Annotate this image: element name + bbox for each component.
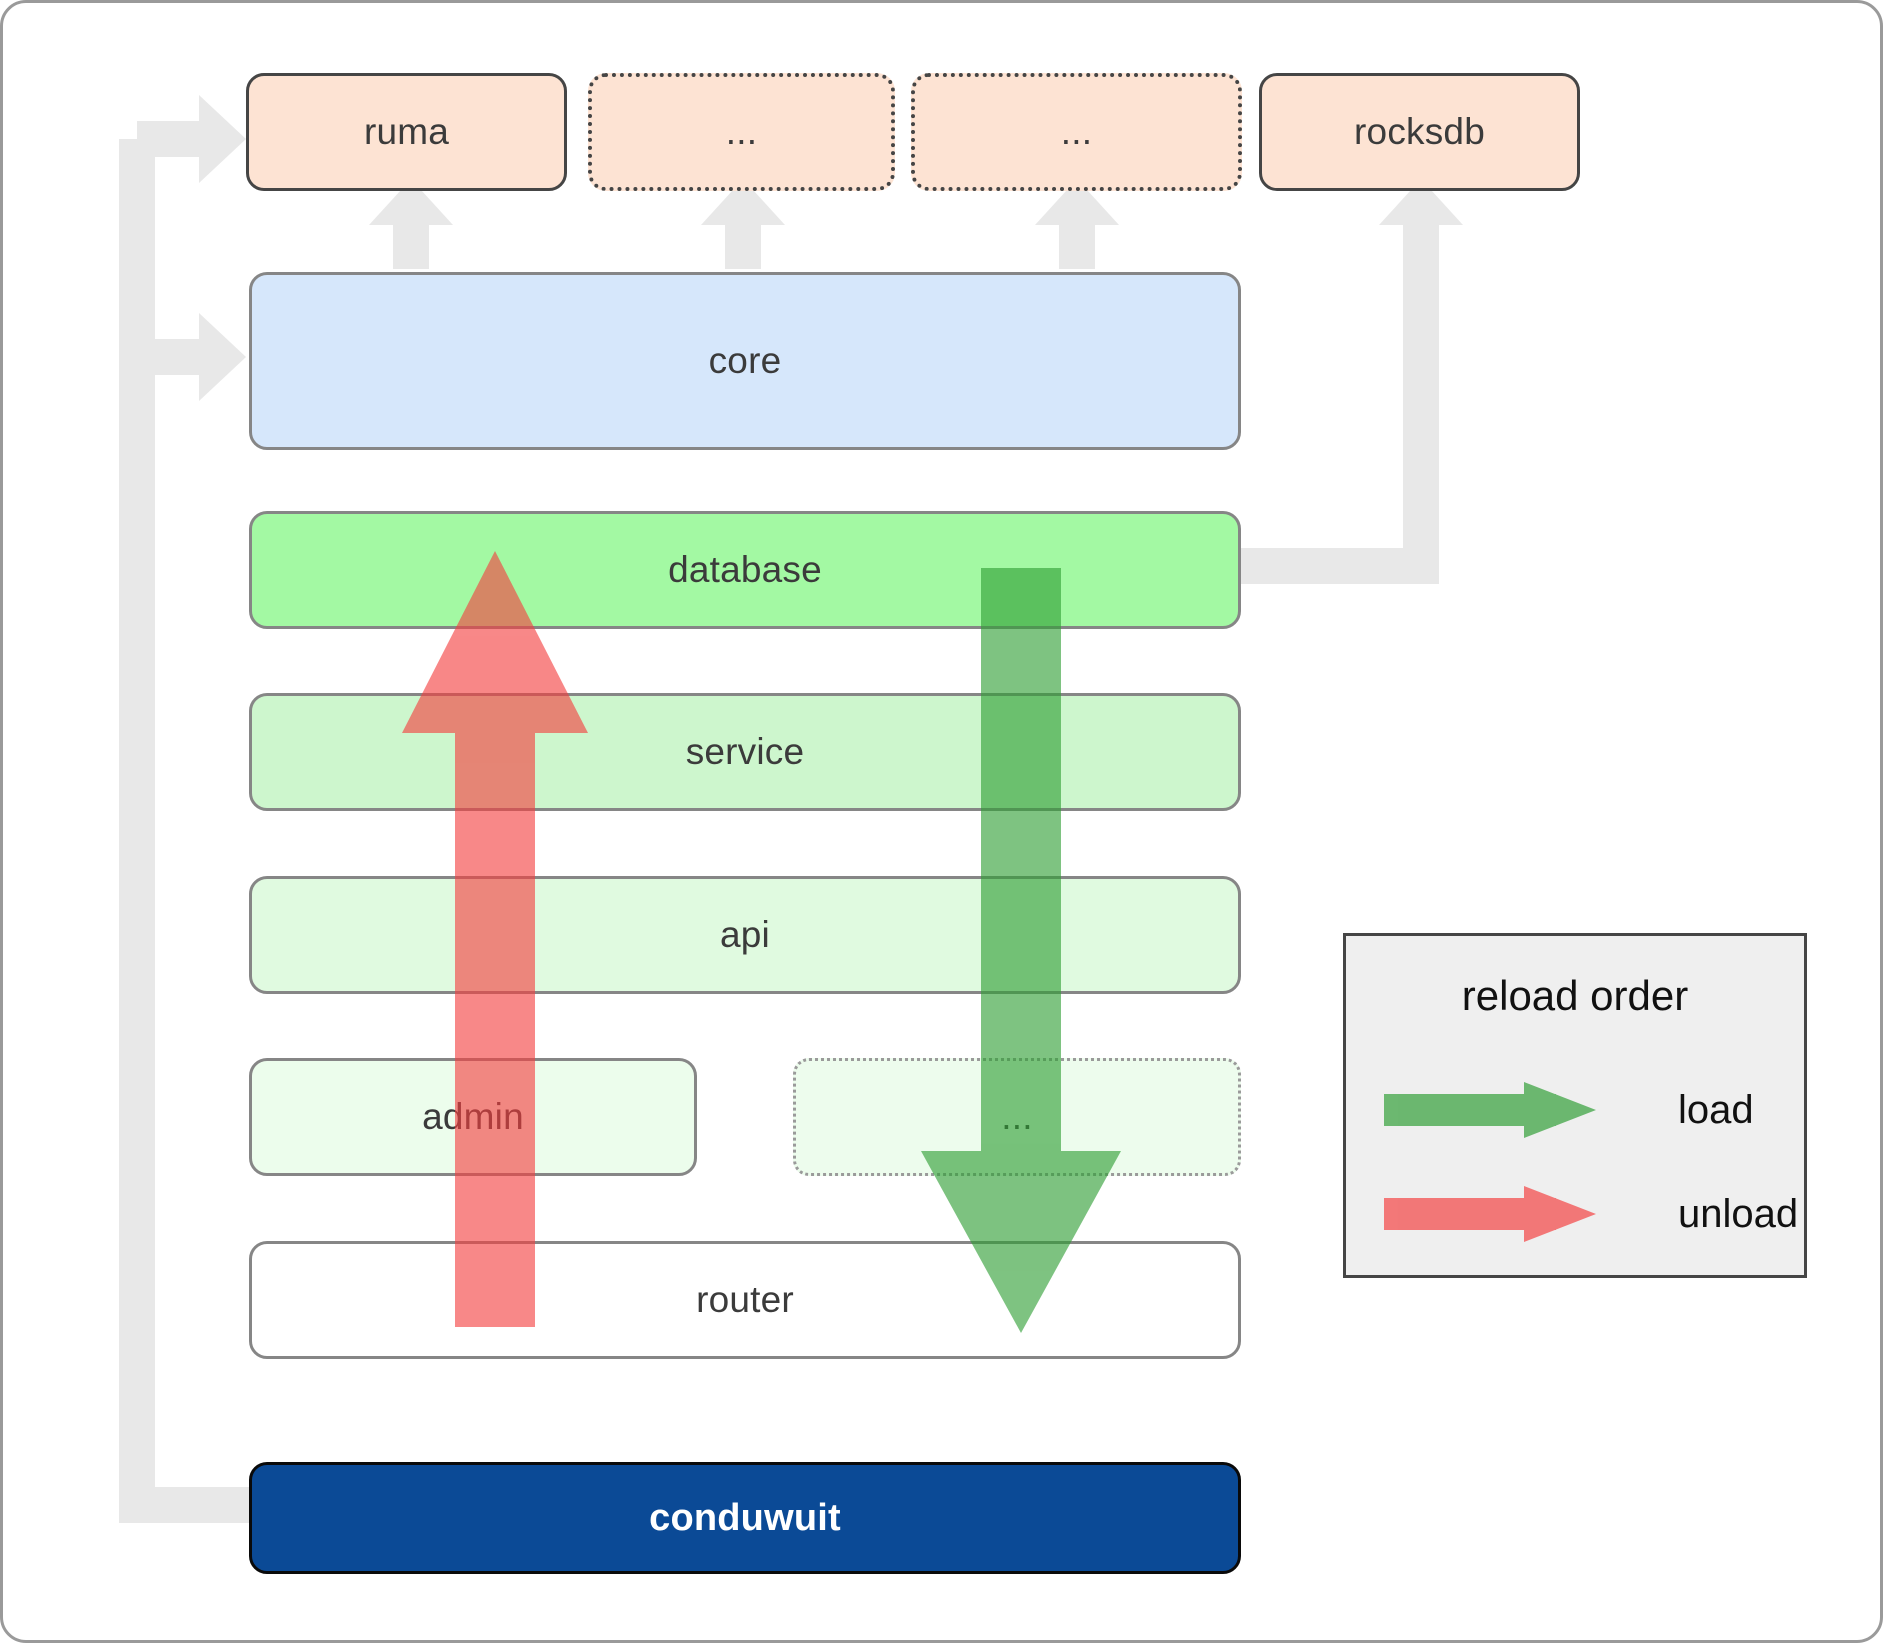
crate-label-rocksdb: rocksdb: [1354, 111, 1485, 152]
legend-title: reload order: [1461, 972, 1689, 1019]
crate-node-service[interactable]: service: [249, 693, 1241, 811]
crate-label-api: api: [720, 914, 770, 955]
crate-node-dep2[interactable]: ...: [911, 73, 1242, 191]
crate-node-api[interactable]: api: [249, 876, 1241, 994]
dependency-wires: [119, 95, 1463, 1523]
binary-node-conduwuit[interactable]: conduwuit: [249, 1462, 1241, 1574]
crate-label-service: service: [685, 731, 805, 772]
load-arrow-icon: [1384, 1064, 1642, 1156]
reload-flow-arrows: [402, 551, 1121, 1333]
crate-node-rocksdb[interactable]: rocksdb: [1259, 73, 1580, 191]
binary-label-conduwuit: conduwuit: [649, 1496, 841, 1539]
legend-label-load: load: [1678, 1087, 1754, 1132]
crate-node-core[interactable]: core: [249, 272, 1241, 450]
legend-box: reload order load: [1343, 933, 1807, 1278]
crate-node-dep1[interactable]: ...: [588, 73, 895, 191]
crate-label-admin: admin: [422, 1096, 524, 1137]
legend-item-load: load: [1346, 1064, 1804, 1156]
crate-label-etc: ...: [1001, 1096, 1033, 1137]
crate-label-dep1: ...: [725, 111, 758, 152]
crate-label-ruma: ruma: [363, 111, 450, 152]
crate-node-router[interactable]: router: [249, 1241, 1241, 1359]
crate-node-etc[interactable]: ...: [793, 1058, 1241, 1176]
crate-label-database: database: [668, 549, 822, 590]
legend-label-unload: unload: [1678, 1191, 1799, 1236]
crate-node-ruma[interactable]: ruma: [246, 73, 567, 191]
crate-label-router: router: [696, 1279, 794, 1320]
unload-arrow-icon: [1384, 1168, 1642, 1260]
legend-item-unload: unload: [1346, 1168, 1804, 1260]
crate-label-core: core: [708, 340, 782, 381]
crate-node-admin[interactable]: admin: [249, 1058, 697, 1176]
crate-label-dep2: ...: [1060, 111, 1093, 152]
crate-node-database[interactable]: database: [249, 511, 1241, 629]
